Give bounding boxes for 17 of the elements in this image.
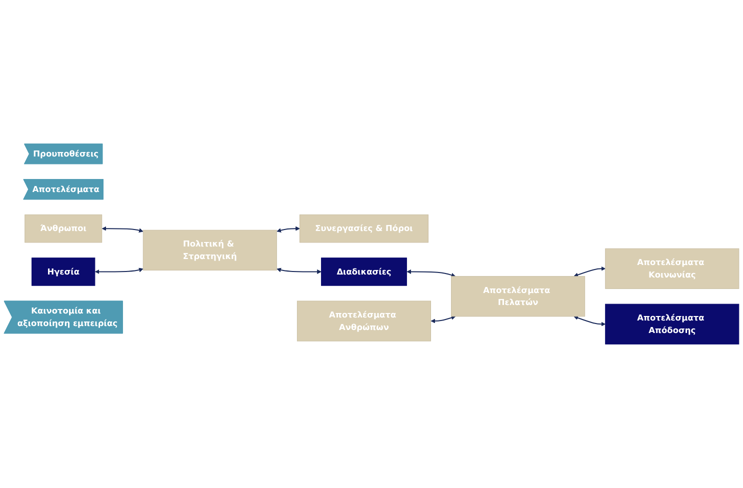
arrow [430,316,456,324]
arrow [102,226,144,233]
node-box: Άνθρωποι [24,214,102,243]
arrow [574,316,606,326]
arrow [276,226,300,232]
node-box: Αποτελέσματα Πελατών [451,276,586,317]
node-box: Ηγεσία [32,258,96,286]
node-box: Αποτελέσματα Κοινωνίας [605,248,740,289]
node-box: Συνεργασίες & Πόροι [300,214,428,243]
arrow [574,266,606,278]
node-box: Αποτελέσματα Απόδοσης [605,304,740,344]
arrow [406,269,456,278]
node-box: Αποτελέσματα Ανθρώπων [296,300,432,342]
arrow [276,268,322,274]
node-box: Πολιτική & Στρατηγική [142,230,277,270]
arrow [94,268,144,274]
node-box: Διαδικασίες [321,258,407,286]
